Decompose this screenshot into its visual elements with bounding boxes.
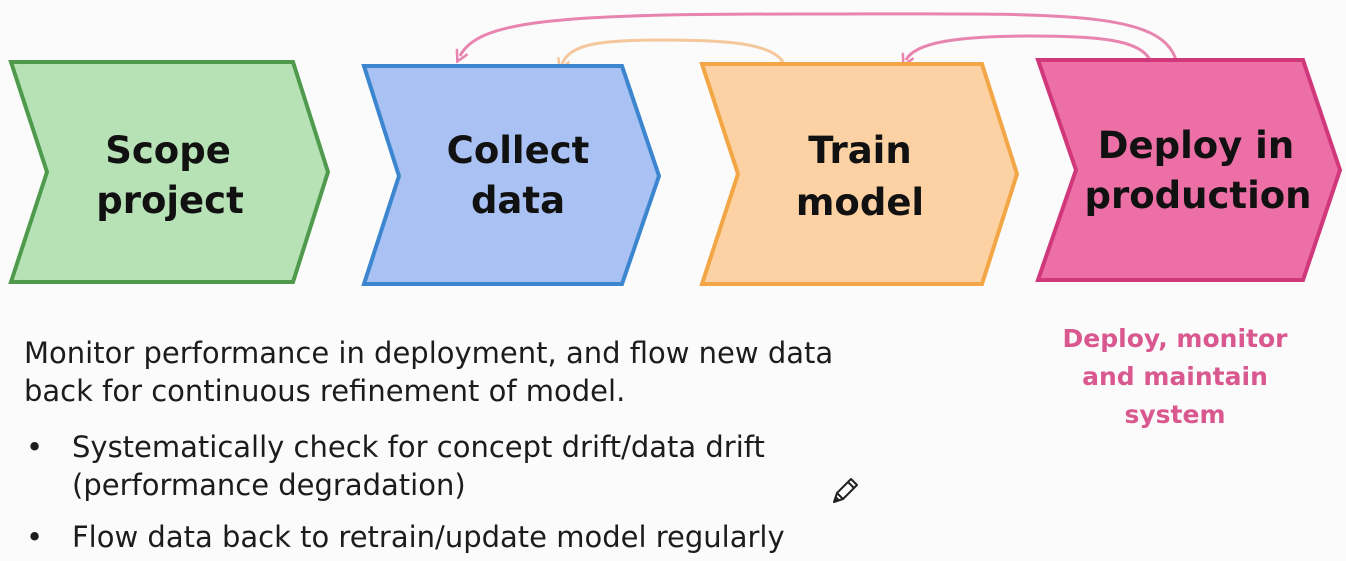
side-note-line1: Deploy, monitor — [1062, 324, 1288, 353]
deploy-side-note: Deploy, monitor and maintain system — [1030, 320, 1320, 434]
step-train-model: Train model — [699, 62, 1020, 286]
step-label-line2: model — [796, 181, 924, 224]
step-label-line1: Scope — [105, 129, 231, 172]
step-deploy-in-production: Deploy in production — [1035, 58, 1343, 282]
step-scope-project: Scope project — [8, 60, 331, 284]
bullet-text-line1: Flow data back to retrain/update model r… — [72, 520, 785, 554]
bullet-dot-icon: • — [26, 520, 44, 554]
chevron-train — [699, 62, 1020, 286]
step-label-line1: Collect — [447, 129, 590, 172]
feedback-arrow-deploy-to-collect — [460, 12, 1178, 60]
bullet-dot-icon: • — [26, 430, 44, 464]
side-note-line3: system — [1124, 400, 1226, 429]
list-item: • Flow data back to retrain/update model… — [24, 518, 984, 556]
chevron-scope — [8, 60, 331, 284]
description-line2: back for continuous refinement of model. — [24, 374, 626, 408]
step-label-line2: project — [96, 179, 244, 222]
side-note-line2: and maintain — [1082, 362, 1268, 391]
feedback-arrow-train-to-collect — [562, 38, 785, 64]
chevron-collect — [361, 64, 662, 286]
step-label-line1: Train — [808, 129, 911, 172]
monitoring-description: Monitor performance in deployment, and f… — [24, 334, 1014, 410]
list-item: • Systematically check for concept drift… — [24, 428, 984, 504]
step-label-line2: data — [471, 179, 565, 222]
bullet-list: • Systematically check for concept drift… — [24, 428, 984, 561]
chevron-deploy — [1035, 58, 1343, 282]
step-label-line2: production — [1084, 174, 1311, 217]
pen-icon[interactable] — [828, 474, 862, 508]
bullet-text-line1: Systematically check for concept drift/d… — [72, 430, 765, 464]
step-label-line1: Deploy in — [1098, 124, 1294, 167]
step-collect-data: Collect data — [361, 64, 662, 286]
feedback-arrow-deploy-to-train — [906, 34, 1152, 60]
bullet-text-line2: (performance degradation) — [72, 468, 466, 502]
description-line1: Monitor performance in deployment, and f… — [24, 336, 834, 370]
